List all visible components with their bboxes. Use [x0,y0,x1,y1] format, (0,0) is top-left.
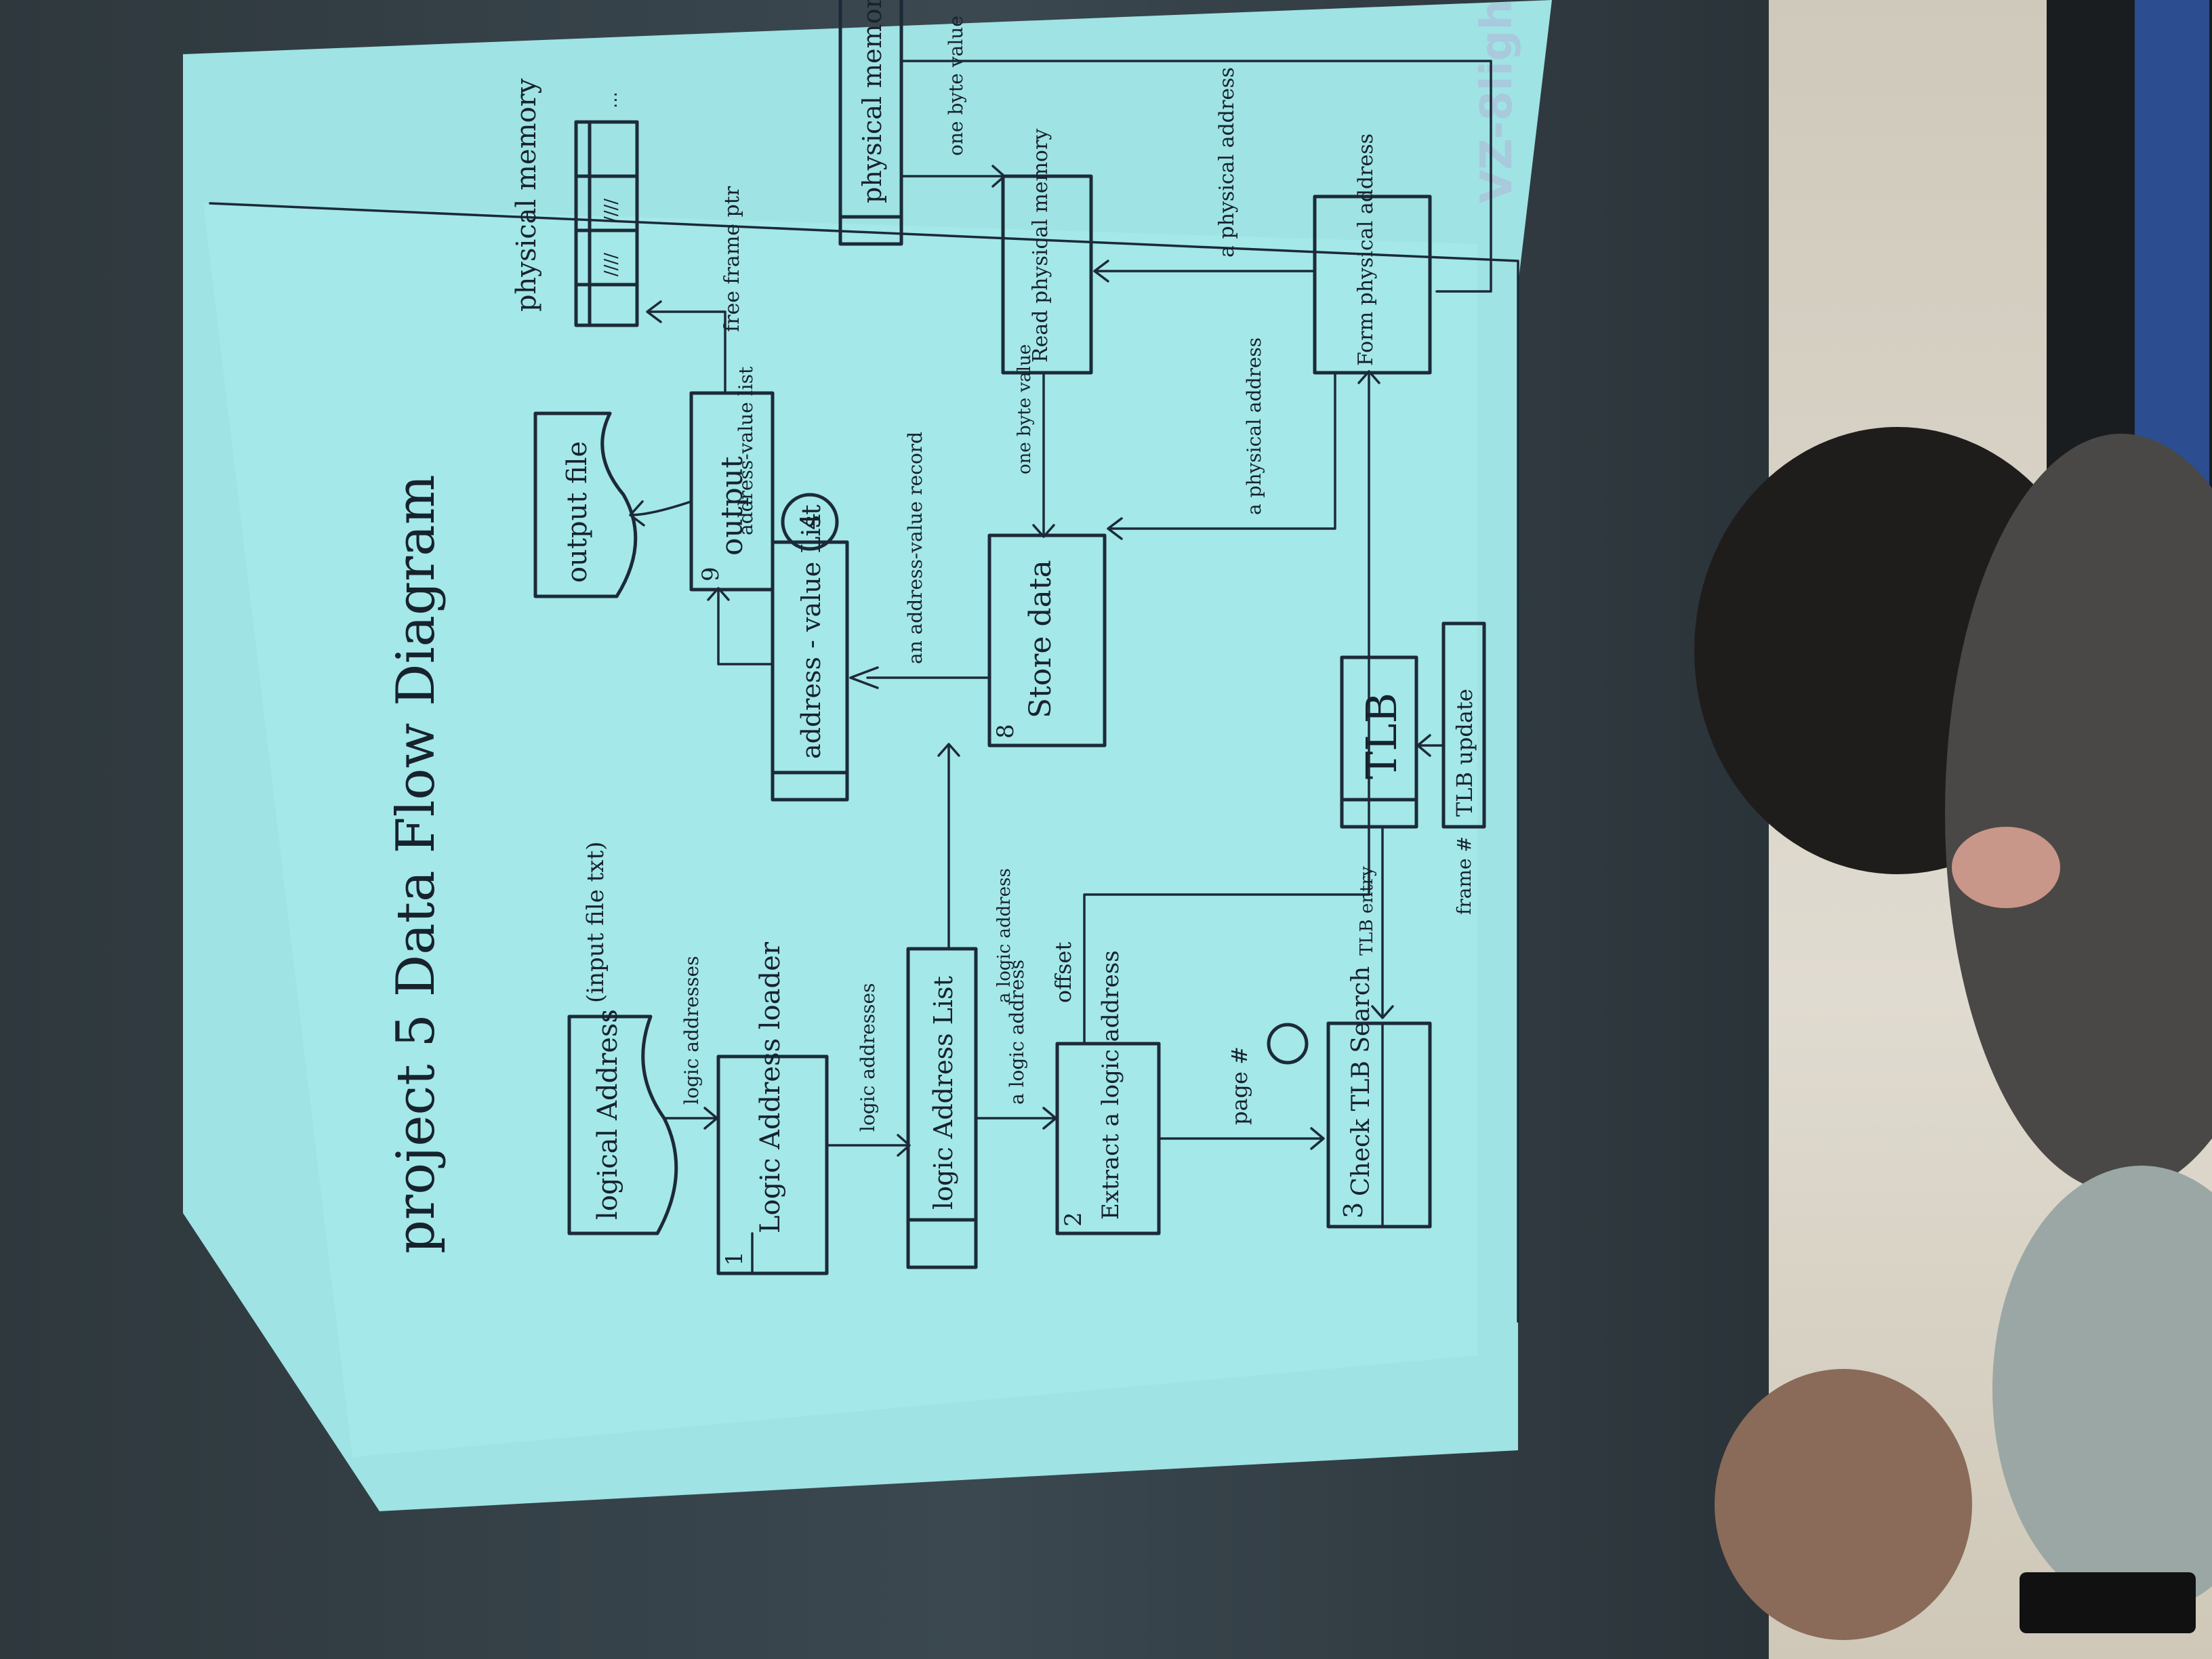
edge-logic-addresses-2: logic addresses [857,983,879,1132]
tlb-label: TLB [1357,693,1406,779]
logo-circle-icon [1267,1023,1309,1065]
svg-text:////: //// [601,199,621,222]
loader-number: 1 [721,1251,748,1266]
projector-brand: VZ-8light [1472,0,1522,203]
tlb-update-label: TLB update [1452,689,1477,817]
arrow-tlb-to-check [1371,825,1394,1019]
store-number: 8 [992,724,1019,739]
projected-slide: VZ-8light project 5 Data Flow Diagram lo… [183,0,1552,1511]
edge-address-value-list: address-value list [735,366,757,535]
arrow-update-to-tlb [1416,734,1445,757]
edge-frame-num: frame # [1453,836,1475,915]
edge-one-byte-value-1: one byte value [945,16,967,156]
input-file-txt-label: (input file txt) [582,842,609,1003]
edge-a-physical-address-1: a physical address [1215,67,1239,258]
arrow-form-to-store [1107,371,1336,540]
address-value-list-label: address - value List [796,505,826,759]
edge-offset: offset [1050,942,1076,1003]
arrow-file-to-loader [663,1107,718,1130]
arrow-read-to-store [1032,371,1055,538]
arrow-avlist-to-output [707,587,774,665]
arrow-list-to-store [937,743,960,950]
check-tlb-search: 3 Check TLB Search [1326,966,1432,1229]
logical-address-file-label: logical Address [592,1009,623,1220]
extract-number: 2 [1060,1212,1087,1227]
logic-address-loader-label: Logic Address loader [755,941,786,1233]
edge-logic-addresses-1: logic addresses [680,956,703,1105]
tlb-update: TLB update [1441,621,1486,829]
extract-logic-address: 2 Extract a logic address [1055,950,1161,1235]
arrow-loader-to-list [825,1134,911,1157]
arrow-output-to-file [629,500,693,527]
output-number: 9 [697,567,724,581]
logic-address-list-label: logic Address List [928,976,958,1210]
address-value-list-marker: 4 [796,513,827,530]
edge-a-physical-address-2: a physical address [1243,337,1265,515]
output-process: 9 output [689,391,775,592]
form-physical-address: Form physical address [1313,134,1432,375]
arrow-store-to-avlist [849,666,991,689]
output-label: output [715,456,750,556]
diagram-title: project 5 Data Flow Diagram [386,474,447,1254]
tlb-store: TLB [1340,655,1418,829]
physical-memory-store: physical memory [838,0,903,246]
logic-address-loader: 1 Logic Address loader [716,941,829,1275]
form-physical-address-label: Form physical address [1354,134,1378,366]
arrow-output-to-memory [646,300,726,394]
arrow-form-to-read [1093,260,1316,283]
check-tlb-search-label: Check TLB Search [1347,966,1375,1196]
logic-address-list-store: logic Address List [906,947,978,1269]
edge-a-logic-address-2: a logic address [994,868,1015,1003]
store-data-label: Store data [1023,560,1058,718]
arrow-memory-return [900,60,1492,293]
edge-page-num: page # [1227,1046,1252,1125]
check-tlb-number: 3 [1338,1202,1368,1218]
physical-memory-box-label: physical memory [857,0,887,203]
physical-memory-top-label: physical memory [511,78,542,312]
extract-logic-address-label: Extract a logic address [1097,950,1124,1220]
output-file: output file [533,411,638,598]
output-file-label: output file [562,441,593,583]
svg-text:...: ... [601,91,621,108]
read-physical-memory-label: Read physical memory [1029,129,1052,363]
address-value-list-store: address - value List 4 [771,493,849,802]
svg-text:////: //// [601,253,621,276]
store-data-process: 8 Store data [987,533,1107,747]
edge-an-address-value-record: an address-value record [904,432,926,664]
edge-a-logic-address: a logic address [1006,960,1028,1105]
arrow-page-num [1158,1127,1325,1150]
arrow-memory-to-read [900,165,1006,188]
data-flow-diagram: project 5 Data Flow Diagram logical Addr… [386,0,1492,1275]
paper-edge [209,202,1519,1323]
read-physical-memory: Read physical memory [1001,129,1093,375]
physical-memory-stack: //// //// ... [574,91,639,327]
edge-tlb-entry: TLB entry [1357,866,1377,956]
edge-free-frame-ptr: free frame ptr [720,186,744,332]
edge-one-byte-value-2: one byte value [1015,344,1035,474]
arrow-list-to-extract [975,1107,1057,1130]
